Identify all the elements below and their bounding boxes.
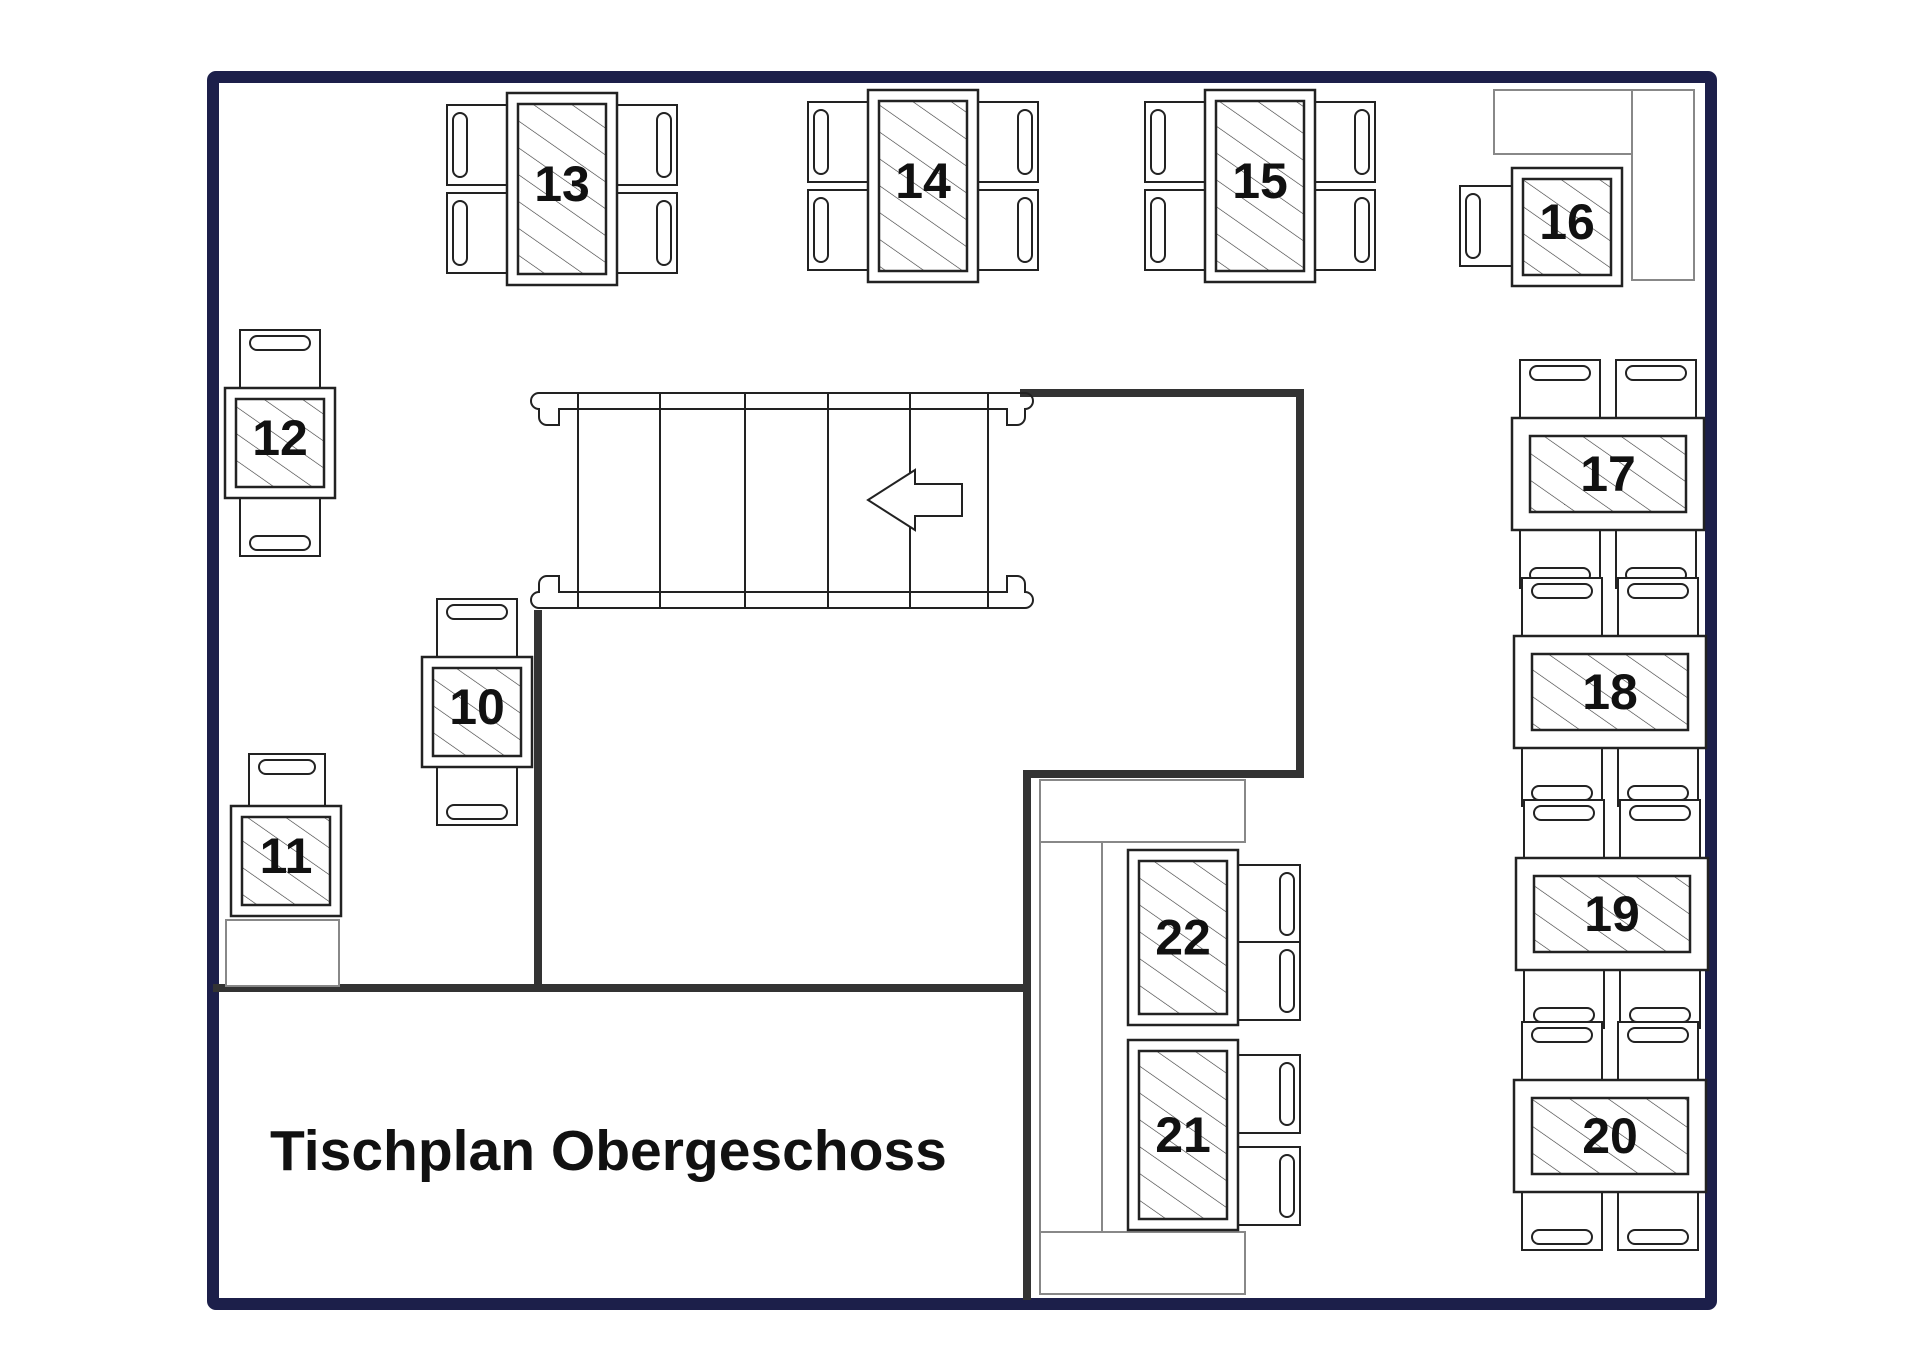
chair [1459,185,1513,267]
chair [977,101,1039,183]
chair [248,753,326,807]
arrow-left-icon [866,468,963,532]
table-16[interactable]: 16 [1459,166,1624,288]
table-number: 13 [534,156,590,212]
chair [977,189,1039,271]
chair [1617,747,1699,807]
table-glass [431,666,523,758]
table-number: 18 [1582,664,1638,720]
chair [807,101,869,183]
chair [1144,189,1206,271]
table-number: 20 [1582,1108,1638,1164]
chair [1519,359,1601,419]
table-glass [240,815,332,907]
table-glass [1530,652,1690,732]
chair [239,497,321,557]
outer-wall [207,71,1717,1310]
chair [1521,1191,1603,1251]
chair [1619,969,1701,1029]
chair [1144,101,1206,183]
table-13[interactable]: 13 [446,91,678,287]
chair [1237,941,1301,1021]
chair [1617,1021,1699,1081]
chair [1617,577,1699,637]
table-number: 11 [260,828,313,884]
table-19[interactable]: 19 [1514,799,1710,1029]
table-number: 12 [252,410,308,466]
table-number: 17 [1580,446,1636,502]
table-11[interactable]: 11 [229,753,343,918]
table-glass [516,102,608,276]
chair [1617,1191,1699,1251]
chair [1521,747,1603,807]
chair [807,189,869,271]
table-10[interactable]: 10 [420,598,534,826]
table-glass [1528,434,1688,514]
chair [1619,799,1701,859]
table-number: 21 [1155,1107,1211,1163]
table-number: 14 [895,153,951,209]
chair [616,192,678,274]
table-18[interactable]: 18 [1512,577,1708,807]
chair [1314,189,1376,271]
chair [616,104,678,186]
chair [1523,969,1605,1029]
chair [436,598,518,658]
table-glass [1530,1096,1690,1176]
chair [436,766,518,826]
table-number: 10 [449,679,505,735]
table-22[interactable]: 22 [1126,848,1301,1027]
table-12[interactable]: 12 [223,329,337,557]
chair [446,104,508,186]
table-number: 19 [1584,886,1640,942]
chair [1237,1146,1301,1226]
table-glass [1214,99,1306,273]
table-14[interactable]: 14 [807,88,1039,284]
staircase [530,392,1034,609]
chair [1314,101,1376,183]
chair [1615,359,1697,419]
table-glass [234,397,326,489]
chair [239,329,321,389]
chair [1521,577,1603,637]
table-number: 22 [1155,910,1211,966]
plan-title: Tischplan Obergeschoss [270,1119,947,1183]
table-20[interactable]: 20 [1512,1021,1708,1251]
chair [1521,1021,1603,1081]
table-glass [1137,859,1229,1016]
inner-walls [213,389,1304,1300]
table-glass [877,99,969,273]
chair [1523,799,1605,859]
table-glass [1521,177,1613,277]
chair [1237,1054,1301,1134]
chair [1237,864,1301,944]
table-glass [1532,874,1692,954]
table-number: 16 [1539,194,1595,250]
table-15[interactable]: 15 [1144,88,1376,284]
table-17[interactable]: 17 [1510,359,1706,589]
tables-layer: 13 14 15 16 12 10 11 17 18 19 20 22 21 [223,88,1710,1251]
chair [446,192,508,274]
table-number: 15 [1232,153,1288,209]
table-glass [1137,1049,1229,1221]
table-21[interactable]: 21 [1126,1038,1301,1232]
fixtures [225,89,1695,1295]
